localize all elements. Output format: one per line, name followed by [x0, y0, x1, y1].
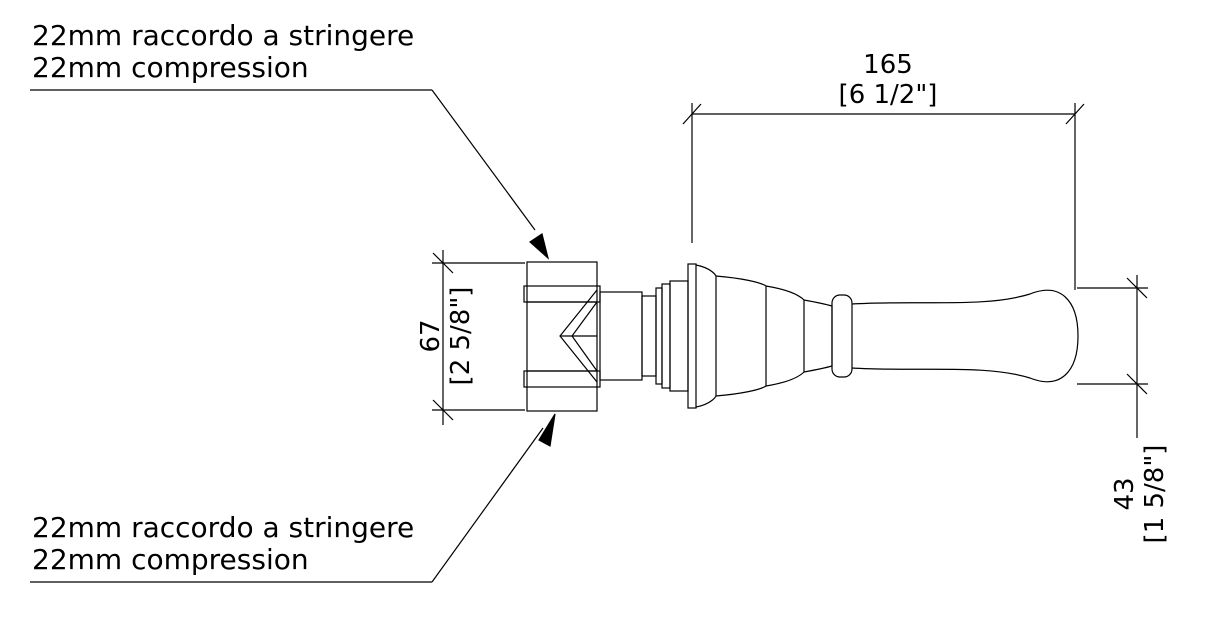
height-dimension-lines	[432, 250, 525, 425]
handle-end-mm: 43	[1110, 477, 1140, 511]
handle-end-dimension-lines	[1077, 275, 1148, 438]
top-callout-label: 22mm raccordo a stringere 22mm compressi…	[32, 20, 414, 84]
bottom-callout-line1: 22mm raccordo a stringere	[32, 511, 415, 544]
top-callout-line2: 22mm compression	[32, 51, 309, 84]
height-inch: [2 5/8"]	[446, 286, 476, 386]
callout-arrowheads	[529, 233, 556, 447]
top-callout-leader	[30, 89, 536, 231]
handle-end-inch: [1 5/8"]	[1140, 444, 1170, 544]
bottom-callout-label: 22mm raccordo a stringere 22mm compressi…	[32, 512, 414, 576]
length-dimension-label: 165 [6 1/2"]	[818, 50, 958, 110]
lever-handle	[695, 264, 1079, 408]
bottom-callout-leader	[30, 427, 544, 583]
length-inch: [6 1/2"]	[838, 80, 938, 110]
handle-end-dimension-label: 43 [1 5/8"]	[1110, 424, 1170, 564]
top-callout-line1: 22mm raccordo a stringere	[32, 19, 415, 52]
bottom-callout-line2: 22mm compression	[32, 543, 309, 576]
length-dimension-lines	[682, 103, 1085, 290]
height-dimension-label: 67 [2 5/8"]	[416, 266, 476, 406]
length-mm: 165	[863, 50, 913, 80]
valve-body	[599, 263, 697, 409]
compression-tee-fitting	[523, 261, 601, 412]
height-mm: 67	[416, 319, 446, 353]
